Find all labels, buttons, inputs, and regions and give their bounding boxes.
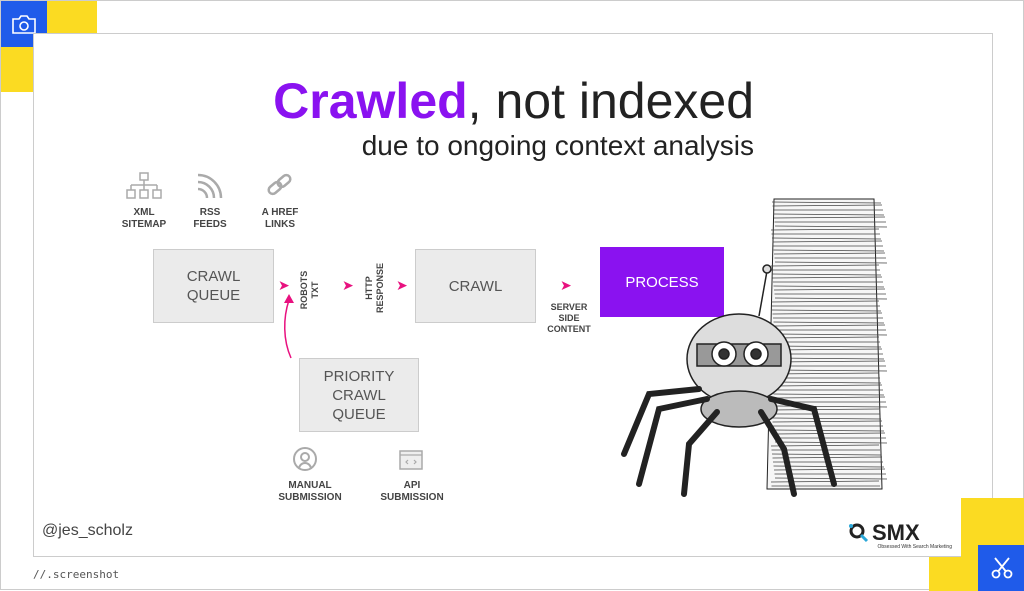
api-icon: [399, 450, 423, 470]
paper-sheet: [773, 324, 886, 327]
smx-tagline: Obsessed With Search Marketing: [877, 544, 952, 550]
paper-sheet: [773, 429, 885, 432]
label: SIDE: [558, 313, 580, 323]
label: TXT: [310, 281, 320, 299]
label: PROCESS: [625, 273, 699, 291]
paper-sheet: [774, 225, 888, 228]
link-icon: [267, 173, 292, 196]
label: CONTENT: [547, 324, 591, 334]
slide-subtitle: due to ongoing context analysis: [361, 130, 754, 161]
label: SUBMISSION: [278, 492, 342, 503]
paper-sheet: [772, 312, 883, 315]
label: HTTP: [364, 276, 374, 300]
label: LINKS: [265, 219, 295, 230]
crawl-queue-box: CRAWL QUEUE: [153, 249, 274, 323]
search-icon: [849, 523, 869, 543]
label: PRIORITY: [323, 367, 395, 385]
paper-sheet: [770, 336, 880, 339]
scissors-icon: [991, 557, 1012, 579]
label: QUEUE: [332, 405, 386, 423]
paper-sheet: [772, 240, 883, 243]
paper-sheet: [772, 420, 883, 423]
title-highlight: Crawled: [273, 73, 468, 129]
paper-sheet: [773, 249, 885, 252]
label: CRAWL: [186, 268, 241, 285]
author-handle: @jes_scholz: [42, 522, 133, 539]
paper-sheet: [772, 384, 883, 387]
label: SITEMAP: [121, 219, 167, 230]
label: CRAWL: [332, 386, 386, 404]
sitemap-icon: [126, 172, 162, 199]
arrow-icon: ➤: [396, 277, 408, 293]
label: A HREF: [261, 207, 299, 218]
paper-sheet: [773, 396, 886, 399]
label: ROBOTS: [299, 270, 309, 310]
label: SUBMISSION: [380, 492, 444, 503]
label: CRAWL: [448, 277, 503, 295]
crawl-box: CRAWL: [415, 249, 536, 323]
label: QUEUE: [186, 287, 241, 304]
arrow-icon: ➤: [342, 277, 354, 293]
label: MANUAL: [288, 480, 332, 491]
paper-sheet: [774, 441, 888, 444]
clip-button[interactable]: [978, 545, 1024, 591]
label: RESPONSE: [375, 263, 385, 314]
paper-sheet: [771, 345, 882, 348]
title-rest: , not indexed: [467, 73, 754, 129]
paper-sheet: [773, 216, 886, 219]
paper-sheet: [773, 213, 885, 216]
process-box: PROCESS: [600, 247, 724, 317]
arrow-icon: ➤: [560, 277, 572, 293]
paper-sheet: [773, 321, 885, 324]
paper-sheet: [773, 288, 886, 291]
paper-sheet: [771, 237, 882, 240]
paper-sheet: [770, 300, 880, 303]
paper-sheet: [774, 369, 888, 372]
slide: Crawled, not indexed due to ongoing cont…: [33, 33, 993, 557]
paper-sheet: [770, 228, 880, 231]
arrow-icon: ➤: [278, 277, 290, 293]
rss-icon: [197, 173, 223, 199]
person-icon: [293, 447, 317, 471]
camera-icon: [12, 15, 36, 34]
smx-logo: SMX: [872, 520, 920, 545]
paper-sheet: [771, 309, 882, 312]
paper-sheet: [772, 204, 883, 207]
paper-sheet: [771, 417, 882, 420]
label: SERVER: [550, 302, 588, 312]
paper-sheet: [771, 381, 882, 384]
paper-sheet: [773, 393, 885, 396]
slide-title: Crawled, not indexed: [234, 72, 754, 130]
paper-sheet: [774, 333, 888, 336]
curved-arrow: [284, 294, 294, 359]
paper-sheet: [773, 432, 886, 435]
paper-sheet: [773, 252, 886, 255]
paper-sheet: [772, 276, 883, 279]
paper-sheet: [773, 285, 885, 288]
watermark: //.screenshot: [33, 568, 120, 581]
paper-stack-robot-illustration: [621, 198, 888, 497]
paper-sheet: [774, 297, 888, 300]
label: API: [403, 480, 421, 491]
label: XML: [133, 207, 155, 218]
paper-sheet: [771, 201, 882, 204]
paper-sheet: [773, 360, 886, 363]
paper-sheet: [771, 273, 882, 276]
label: FEEDS: [193, 219, 227, 230]
paper-sheet: [770, 264, 880, 267]
label: RSS: [199, 207, 221, 218]
paper-sheet: [774, 261, 888, 264]
paper-sheet: [773, 357, 885, 360]
paper-sheet: [770, 408, 880, 411]
